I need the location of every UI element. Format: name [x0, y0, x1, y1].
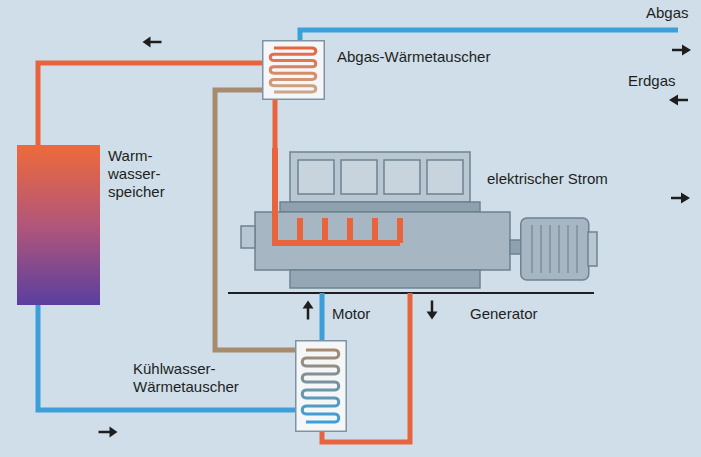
- exchanger-label: Kühlwasser- Wärmetauscher: [133, 360, 239, 396]
- storage-tank: Warm- wasser- speicher: [17, 145, 100, 305]
- arrow-head: [669, 95, 678, 106]
- generator-body: [521, 218, 589, 280]
- exchanger-drawing: [295, 340, 347, 432]
- arrow-head: [427, 312, 438, 320]
- cooling-rib: [576, 225, 578, 273]
- pipe-line: [273, 100, 278, 148]
- flow-arrow: [150, 41, 162, 44]
- cooling-rib: [567, 225, 569, 273]
- cooling-rib: [558, 225, 560, 273]
- engine-label: Motor: [332, 305, 370, 323]
- cooling-rib: [549, 225, 551, 273]
- generator: Generator: [520, 210, 598, 285]
- flow-arrow: [677, 99, 688, 102]
- pulley: [241, 226, 255, 248]
- flow-arrow: [307, 308, 310, 320]
- arrow-head: [682, 45, 691, 56]
- exchanger-housing: [296, 341, 347, 432]
- pipe-line: [320, 293, 325, 340]
- generator-drawing: [520, 210, 598, 285]
- arrow-head: [110, 427, 118, 438]
- oil-pan: [290, 270, 480, 288]
- arrow-head: [681, 193, 690, 204]
- end-cap: [588, 232, 597, 266]
- engine: Motor: [240, 148, 520, 293]
- cylinder-cover: [298, 160, 334, 194]
- cooling-rib: [531, 225, 533, 273]
- flow-label: Erdgas: [628, 72, 676, 90]
- heat-exchanger: Kühlwasser- Wärmetauscher: [295, 340, 347, 432]
- pipe-connector: [38, 305, 295, 438]
- arrow-head: [143, 37, 151, 48]
- cylinder-cover: [384, 160, 420, 194]
- engine-drawing: [240, 148, 520, 293]
- heat-coil: [302, 350, 339, 422]
- pipe-line: [38, 305, 295, 410]
- flow-arrow: [672, 49, 683, 52]
- engine-neck: [280, 202, 480, 212]
- tank-label: Warm- wasser- speicher: [108, 147, 165, 201]
- cylinder-head: [290, 152, 470, 202]
- exchanger-label: Abgas-Wärmetauscher: [337, 48, 490, 66]
- heat-exchanger: Abgas-Wärmetauscher: [262, 40, 325, 100]
- cylinder-cover: [427, 160, 463, 194]
- exchanger-drawing: [262, 40, 325, 100]
- cooling-rib: [540, 225, 542, 273]
- flow-label: Abgas: [646, 4, 689, 22]
- pipe-connector: [275, 100, 276, 148]
- flow-arrow: [431, 301, 434, 313]
- pipe-line: [38, 63, 262, 145]
- flow-arrow: [671, 197, 682, 200]
- exchanger-housing: [263, 41, 325, 100]
- flow-arrow: [99, 431, 111, 434]
- cylinder-cover: [341, 160, 377, 194]
- arrow-head: [303, 301, 314, 309]
- exhaust-pipe: [300, 30, 678, 40]
- flow-label: elektrischer Strom: [487, 170, 608, 188]
- tank-body: [17, 145, 100, 305]
- pipe-connector: [303, 293, 323, 340]
- generator-label: Generator: [470, 305, 538, 323]
- exhaust-manifold: [275, 148, 400, 243]
- tank-drawing: [17, 145, 100, 305]
- heat-coil: [270, 48, 316, 92]
